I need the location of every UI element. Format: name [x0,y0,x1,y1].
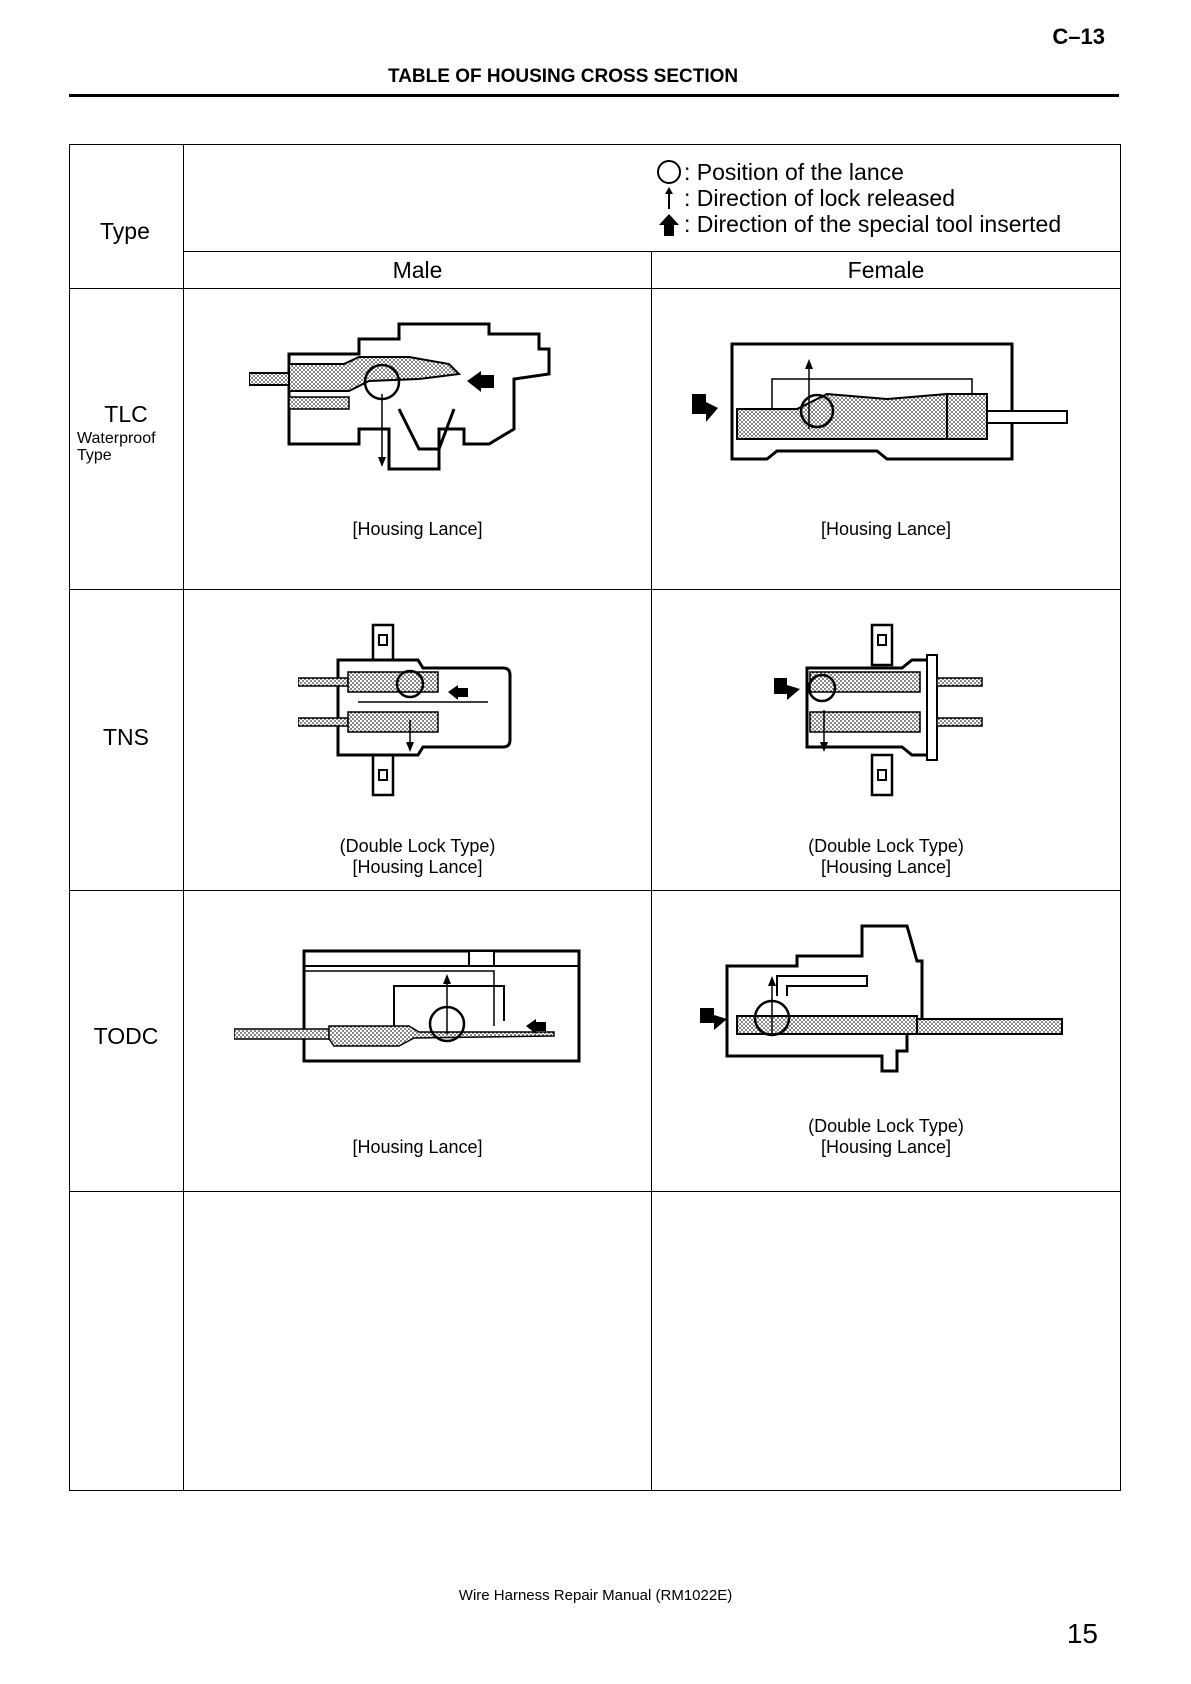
tlc-male-drawing [184,289,651,589]
empty-row-male [183,1191,652,1491]
row-subtitle: Waterproof Type [77,430,156,464]
legend-text: : Direction of lock released [684,185,956,211]
page-code: C–13 [1052,24,1105,49]
type-label: Type [100,218,150,244]
todc-female-drawing [652,891,1120,1191]
tlc-female-cell: [Housing Lance] [651,288,1121,590]
tns-female-caption: (Double Lock Type) [Housing Lance] [808,836,964,877]
tns-male-cell: (Double Lock Type) [Housing Lance] [183,589,652,891]
row-name: TLC [104,401,148,427]
legend-item-tool-inserted: : Direction of the special tool inserted [654,211,1061,237]
todc-female-caption: (Double Lock Type) [Housing Lance] [808,1116,964,1157]
male-header: Male [183,251,652,289]
tns-female-cell: (Double Lock Type) [Housing Lance] [651,589,1121,891]
tlc-male-cell: [Housing Lance] [183,288,652,590]
row-label-tlc: TLC Waterproof Type [69,288,184,590]
page-number: 15 [1066,1618,1098,1649]
footer-manual-title: Wire Harness Repair Manual (RM1022E) [458,1587,733,1604]
tlc-female-caption: [Housing Lance] [820,519,952,539]
row-label-todc: TODC [69,890,184,1192]
row-name: TODC [93,1023,159,1049]
tlc-male-caption: [Housing Lance] [352,519,483,539]
thick-arrow-up-icon [654,211,684,237]
legend: : Position of the lance : Direction of l… [654,159,1061,237]
housing-table: Type : Position of the lance : Direction… [69,144,1121,1491]
legend-cell: : Position of the lance : Direction of l… [183,144,1121,252]
todc-male-cell: [Housing Lance] [183,890,652,1192]
tlc-female-drawing [652,289,1120,589]
title-rule [69,94,1119,97]
legend-text: : Position of the lance [684,159,904,185]
thin-arrow-up-icon [654,185,684,211]
tns-male-caption: (Double Lock Type) [Housing Lance] [339,836,496,877]
circle-icon [654,159,684,185]
female-header: Female [651,251,1121,289]
legend-text: : Direction of the special tool inserted [684,211,1062,237]
todc-male-caption: [Housing Lance] [352,1137,483,1157]
type-header-cell: Type [69,144,184,289]
todc-female-cell: (Double Lock Type) [Housing Lance] [651,890,1121,1192]
row-label-tns: TNS [69,589,184,891]
empty-row-label [69,1191,184,1491]
row-name: TNS [103,724,149,750]
empty-row-female [651,1191,1121,1491]
legend-item-lance-position: : Position of the lance [654,159,1061,185]
legend-item-lock-released: : Direction of lock released [654,185,1061,211]
tns-female-drawing [652,590,1120,890]
page-title: TABLE OF HOUSING CROSS SECTION [388,66,739,87]
todc-male-drawing [184,891,651,1191]
tns-male-drawing [184,590,651,890]
